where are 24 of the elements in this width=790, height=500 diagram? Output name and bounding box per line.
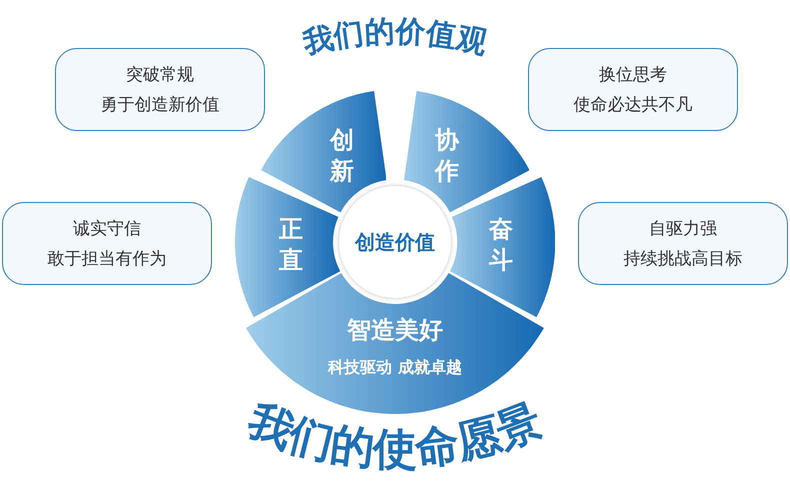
mission-heading: 我们的使命愿景 bbox=[241, 394, 549, 475]
segment-label: 创新 bbox=[328, 124, 355, 187]
value-text: 突破常规 bbox=[126, 64, 194, 86]
title: 我们的价值观 bbox=[300, 14, 490, 62]
value-text: 使命必达共不凡 bbox=[574, 94, 692, 116]
value-text: 勇于创造新价值 bbox=[100, 94, 220, 116]
wheel-segment bbox=[260, 91, 386, 213]
segment-label: 协作 bbox=[434, 124, 460, 187]
value-text: 诚实守信 bbox=[73, 218, 141, 240]
wheel-segment bbox=[404, 91, 530, 213]
value-text: 敢于担当有作为 bbox=[48, 248, 166, 270]
value-text: 换位思考 bbox=[599, 64, 667, 86]
segment-label: 正直 bbox=[278, 214, 304, 276]
center-circle bbox=[339, 186, 451, 298]
value-box bbox=[2, 202, 212, 285]
segment-label: 奋斗 bbox=[488, 214, 514, 276]
segment-subtitle: 科技驱动 成就卓越 bbox=[328, 358, 462, 378]
value-box bbox=[578, 202, 788, 285]
value-text: 自驱力强 bbox=[649, 218, 717, 240]
segment-label: 智造美好 bbox=[346, 315, 443, 346]
center-label: 创造价值 bbox=[355, 228, 435, 256]
value-text: 持续挑战高目标 bbox=[624, 248, 742, 270]
value-box bbox=[55, 48, 265, 131]
value-box bbox=[528, 48, 738, 131]
